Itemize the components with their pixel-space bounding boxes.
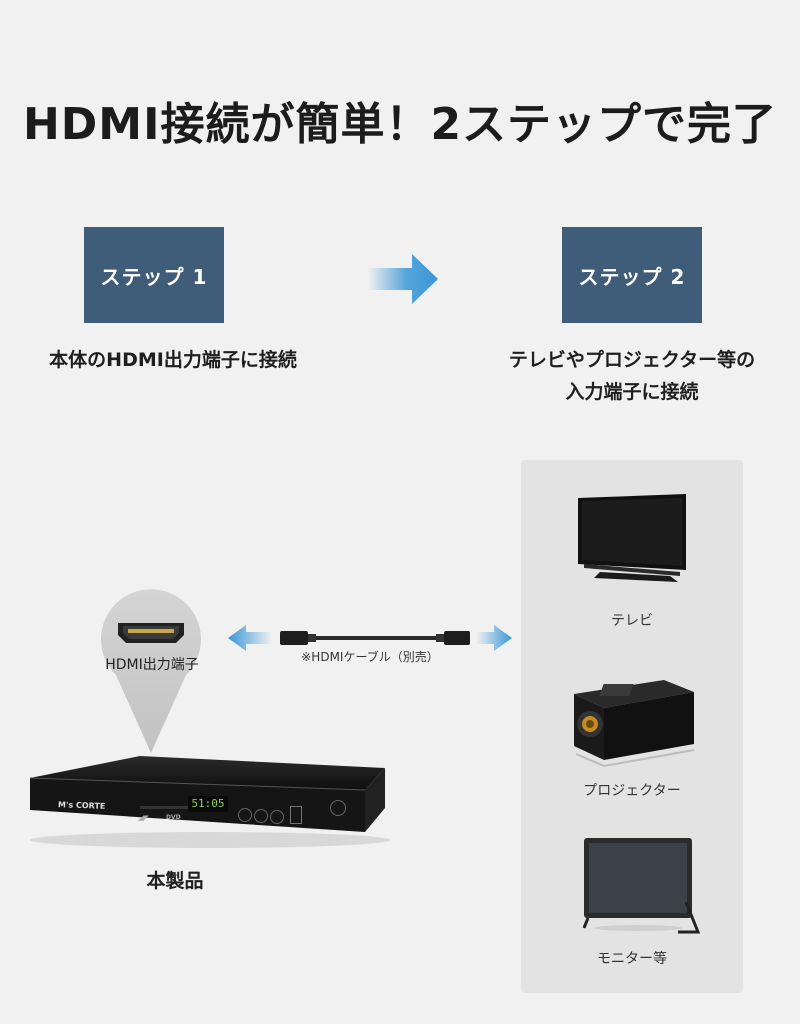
page-title: HDMI接続が簡単！2ステップで完了 bbox=[22, 99, 778, 150]
step-2-description-line-2: 入力端子に接続 bbox=[565, 381, 699, 403]
product-label: 本製品 bbox=[146, 870, 204, 892]
connector-callout bbox=[101, 589, 201, 753]
dvd-logo: DVD bbox=[166, 814, 181, 821]
stop-button[interactable] bbox=[270, 810, 284, 824]
disc-slot bbox=[140, 806, 220, 809]
step-2-box: ステップ 2 bbox=[562, 227, 702, 323]
step-1-description: 本体のHDMI出力端子に接続 bbox=[0, 344, 346, 376]
eject-button[interactable] bbox=[238, 808, 252, 822]
step-2-description-line-1: テレビやプロジェクター等の bbox=[508, 349, 756, 371]
step-2-label: ステップ 2 bbox=[578, 264, 686, 289]
device-label-projector: プロジェクター bbox=[583, 783, 681, 799]
step-1-label: ステップ 1 bbox=[100, 264, 208, 289]
usb-port bbox=[290, 806, 302, 824]
hdmi-cable-icon bbox=[228, 625, 512, 651]
device-label-tv: テレビ bbox=[611, 613, 653, 629]
step-2-description: テレビやプロジェクター等の 入力端子に接続 bbox=[452, 344, 800, 408]
connector-label: HDMI出力端子 bbox=[105, 657, 199, 673]
monitor-icon bbox=[582, 838, 700, 934]
projector-icon bbox=[574, 680, 695, 768]
step-1-box: ステップ 1 bbox=[84, 227, 224, 323]
product-player: M's CORTE ◢◤ DVD 51:05 bbox=[20, 748, 390, 848]
hdmi-port-icon bbox=[118, 623, 184, 643]
step-1-description-line: 本体のHDMI出力端子に接続 bbox=[49, 349, 297, 371]
step-arrow-icon bbox=[368, 254, 438, 304]
front-display: 51:05 bbox=[188, 796, 228, 812]
device-label-monitor: モニター等 bbox=[597, 951, 667, 967]
play-pause-button[interactable] bbox=[254, 809, 268, 823]
power-button[interactable] bbox=[330, 800, 346, 816]
tv-icon bbox=[578, 494, 686, 582]
cable-label: ※HDMIケーブル（別売） bbox=[301, 650, 439, 664]
bluray-logo: ◢◤ bbox=[138, 814, 149, 822]
brand-logo: M's CORTE bbox=[57, 800, 106, 811]
